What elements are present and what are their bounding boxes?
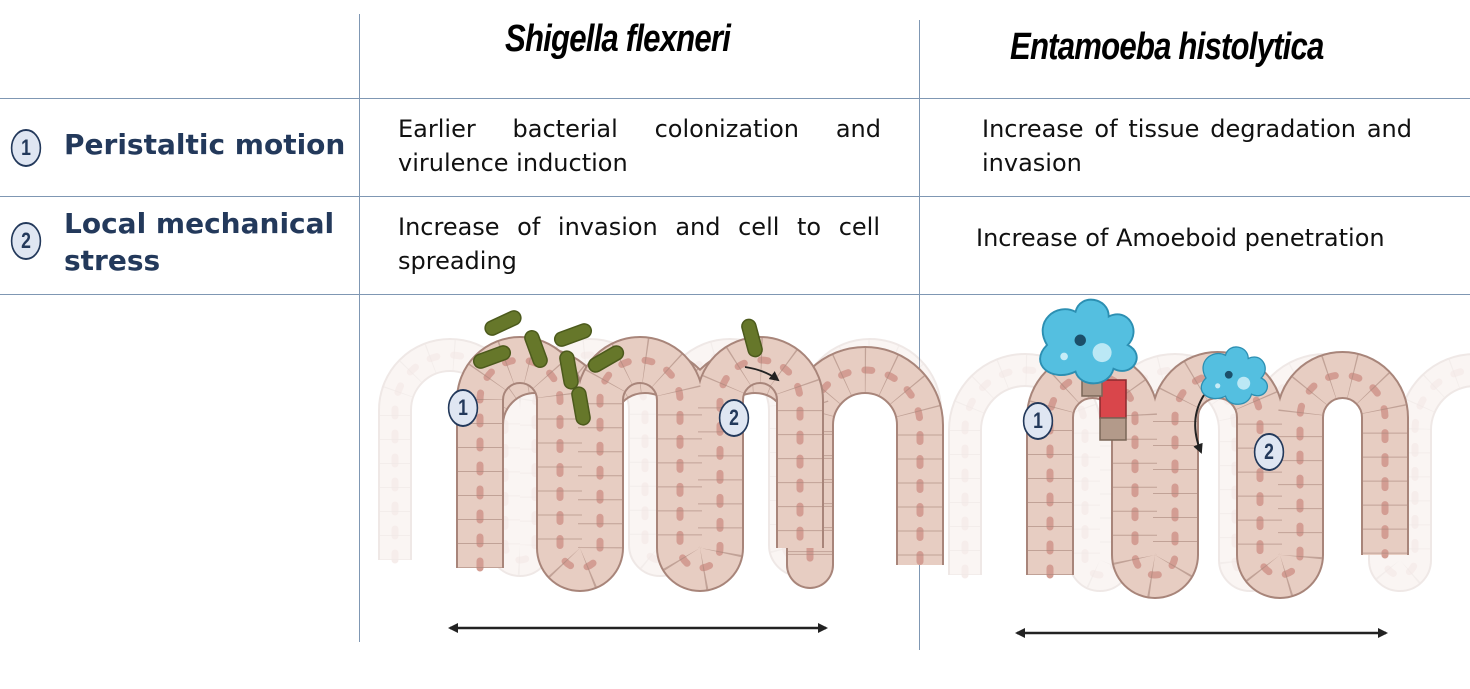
shigella-bacterium <box>484 310 522 336</box>
bacterium-body <box>587 345 625 373</box>
cell-entamoeba-peristaltic: Increase of tissue degradation and invas… <box>982 115 1412 177</box>
shigella-bacterium <box>553 323 593 347</box>
row-number-badge: 2 <box>10 222 42 260</box>
row-number-badge: 1 <box>10 129 42 167</box>
shigella-villi <box>456 336 824 592</box>
bacterium-body <box>571 386 591 426</box>
damaged-cell <box>1099 379 1127 419</box>
amoeba-vacuole <box>1060 352 1068 361</box>
amoeba-vacuole <box>1092 343 1112 363</box>
bacterium-body <box>484 310 522 336</box>
shigella-bacterium <box>741 318 763 358</box>
illustration-badge-peristaltic: 1 <box>1022 402 1054 440</box>
header-entamoeba: Entamoeba histolytica <box>1010 26 1324 68</box>
illustration-badge-mechanical: 2 <box>718 399 750 437</box>
illustration-badge-peristaltic: 1 <box>447 389 479 427</box>
amoeba-body <box>1039 298 1138 385</box>
row-label-local-mechanical-stress: Local mechanical stress <box>64 207 335 277</box>
row-divider-header <box>0 98 1470 99</box>
amoeba-body <box>1200 346 1268 405</box>
bacterium-body <box>741 318 763 358</box>
row-divider-2 <box>0 294 1470 295</box>
amoeba-vacuole <box>1215 383 1221 389</box>
shigella-bacterium <box>571 386 591 426</box>
column-divider-right <box>919 20 920 650</box>
cell-nuclei <box>476 356 804 572</box>
invasion-arrow <box>744 366 780 382</box>
entamoeba-trophozoite <box>1039 298 1138 385</box>
bacterium-body <box>559 350 579 390</box>
amoeba-vacuole <box>1237 376 1251 390</box>
shigella-bacterium <box>587 345 625 373</box>
amoeba-nucleus <box>1074 334 1086 346</box>
illustration-badge-mechanical: 2 <box>1253 433 1285 471</box>
amoeba-nucleus <box>1224 370 1233 379</box>
bacterium-body <box>524 329 548 369</box>
entamoeba-trophozoite <box>1200 346 1268 405</box>
bacterium-body <box>553 323 593 347</box>
header-shigella: Shigella flexneri <box>505 18 731 60</box>
bacterium-body <box>472 345 512 369</box>
cell-entamoeba-mechanical: Increase of Amoeboid penetration <box>976 224 1385 252</box>
row-label-peristaltic-motion: Peristaltic motion <box>64 128 346 161</box>
penetration-arrow <box>1193 394 1205 454</box>
column-divider-left <box>359 14 360 642</box>
row-divider-1 <box>0 196 1470 197</box>
shigella-bacterium <box>472 345 512 369</box>
dead-cell <box>1099 417 1127 441</box>
cell-shigella-peristaltic: Earlier bacterial colonization and virul… <box>398 115 881 177</box>
cell-shigella-mechanical: Increase of invasion and cell to cell sp… <box>398 213 880 275</box>
shigella-bacterium <box>559 350 579 390</box>
shigella-bacterium <box>524 329 548 369</box>
